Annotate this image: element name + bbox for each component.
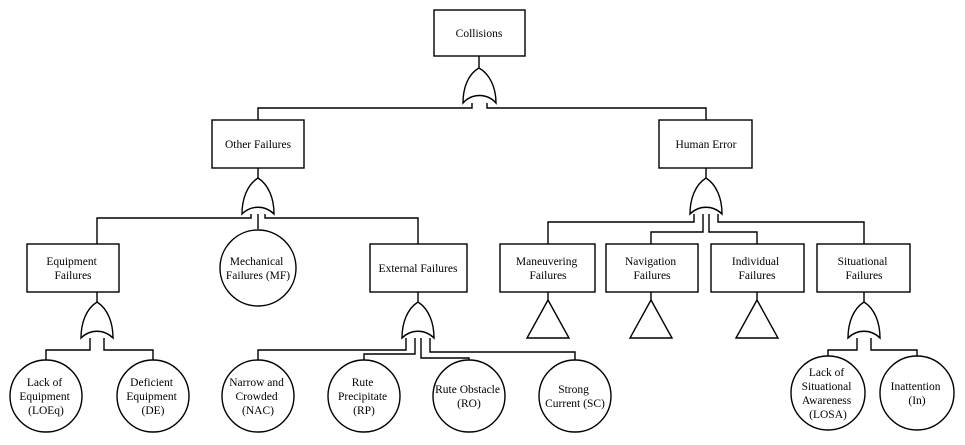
basic-event-circle-lack-of-equipment	[9, 359, 83, 433]
label-individual-failures: Individual Failures	[732, 256, 782, 282]
label-lack-situational-awareness: Lack of Situational Awareness (LOSA)	[802, 367, 855, 421]
event-box-situational-failures	[816, 243, 911, 293]
transfer-triangle-navigation	[628, 298, 674, 339]
event-box-human-error	[658, 119, 753, 169]
event-box-other-failures	[211, 119, 305, 169]
label-human-error: Human Error	[676, 139, 737, 151]
transfer-triangle-maneuvering	[525, 298, 571, 339]
basic-event-circle-narrow-crowded	[221, 359, 295, 433]
label-rute-obstacle: Rute Obstacle (RO)	[435, 384, 503, 410]
or-gate-equipment-failures	[80, 301, 114, 340]
node-labels: Collisions Other Failures Human Error Eq…	[19, 28, 944, 421]
event-box-collisions	[433, 9, 526, 57]
or-gate-human-error	[689, 177, 723, 216]
transfer-triangles	[525, 298, 780, 339]
basic-event-circle-strong-current	[538, 359, 612, 433]
or-gate-collisions	[462, 67, 497, 105]
label-rute-precipitate: Rute Precipitate (RP)	[338, 377, 390, 417]
or-gate-external-failures	[401, 301, 435, 340]
event-box-maneuvering-failures	[499, 243, 596, 293]
basic-event-circle-inattention	[879, 355, 955, 431]
or-gate-situational-failures	[847, 301, 881, 340]
event-box-equipment-failures	[26, 243, 120, 293]
basic-events	[9, 229, 955, 433]
label-mechanical-failures: Mechanical Failures (MF)	[226, 256, 290, 282]
label-situational-failures: Situational Failures	[838, 256, 891, 282]
label-equipment-failures: Equipment Failures	[46, 256, 99, 282]
label-strong-current: Strong Current (SC)	[545, 384, 605, 410]
event-box-navigation-failures	[605, 243, 699, 293]
event-box-individual-failures	[710, 243, 805, 293]
basic-event-circle-lack-situational-awareness	[790, 355, 866, 431]
label-other-failures: Other Failures	[225, 139, 292, 151]
basic-event-circle-deficient-equipment	[116, 359, 190, 433]
basic-event-circle-rute-precipitate	[327, 359, 401, 433]
basic-event-circle-mechanical-failures	[219, 229, 297, 307]
or-gate-other-failures	[241, 177, 275, 216]
label-external-failures: External Failures	[379, 263, 458, 275]
connector-lines	[45, 56, 918, 362]
label-narrow-crowded: Narrow and Crowded (NAC)	[229, 377, 286, 417]
transfer-triangle-individual	[734, 298, 780, 339]
label-maneuvering-failures: Maneuvering Failures	[516, 256, 580, 282]
intermediate-events	[26, 9, 911, 293]
label-deficient-equipment: Deficient Equipment (DE)	[126, 377, 179, 417]
label-lack-of-equipment: Lack of Equipment (LOEq)	[19, 377, 72, 417]
or-gates	[80, 67, 881, 340]
event-box-external-failures	[369, 243, 468, 293]
label-inattention: Inattention (In)	[891, 381, 944, 407]
basic-event-circle-rute-obstacle	[432, 359, 506, 433]
label-navigation-failures: Navigation Failures	[625, 256, 679, 282]
label-collisions: Collisions	[456, 28, 503, 40]
